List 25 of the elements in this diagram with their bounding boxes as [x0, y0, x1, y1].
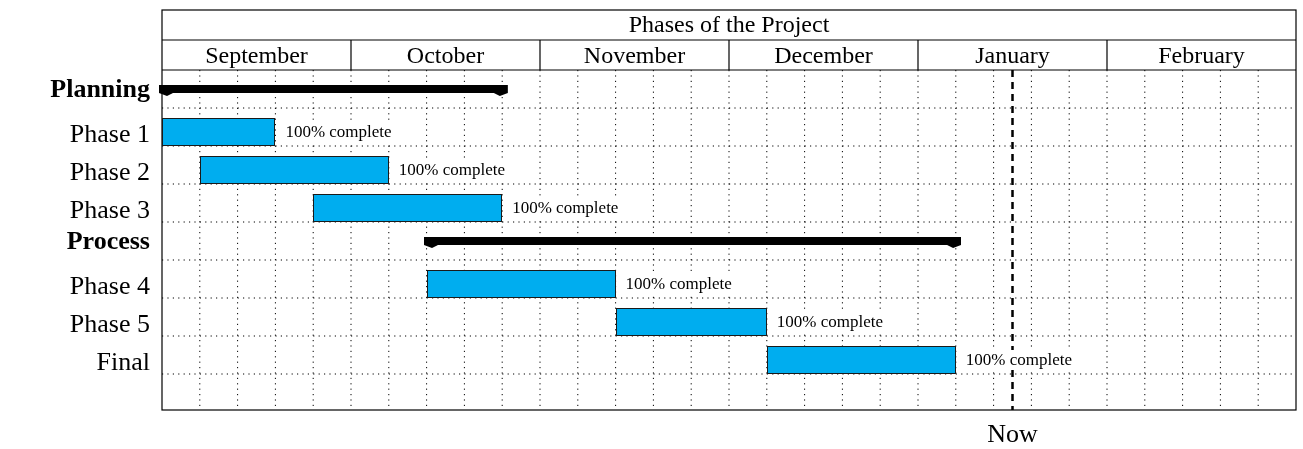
now-label: Now [986, 419, 1039, 449]
month-header: February [1157, 41, 1246, 69]
task-label: Phase 5 [69, 309, 150, 339]
task-bar [615, 308, 767, 336]
month-header: October [405, 41, 486, 69]
task-bar [313, 194, 503, 222]
month-header: December [773, 41, 874, 69]
task-bar [426, 270, 616, 298]
task-label: Final [96, 347, 150, 377]
task-label: Phase 2 [69, 157, 150, 187]
phase-group-label: Process [66, 226, 150, 256]
progress-label: 100% complete [510, 198, 621, 218]
task-bar [199, 156, 389, 184]
summary-bar [423, 237, 961, 249]
chart-title: Phases of the Project [627, 10, 831, 38]
task-label: Phase 4 [69, 271, 150, 301]
phase-group-label: Planning [50, 74, 150, 104]
month-header: January [974, 41, 1051, 69]
task-bar [162, 118, 276, 146]
task-label: Phase 1 [69, 119, 150, 149]
summary-bar [159, 85, 508, 97]
month-header: November [582, 41, 687, 69]
task-bar [766, 346, 956, 374]
task-label: Phase 3 [69, 195, 150, 225]
month-header: September [204, 41, 309, 69]
